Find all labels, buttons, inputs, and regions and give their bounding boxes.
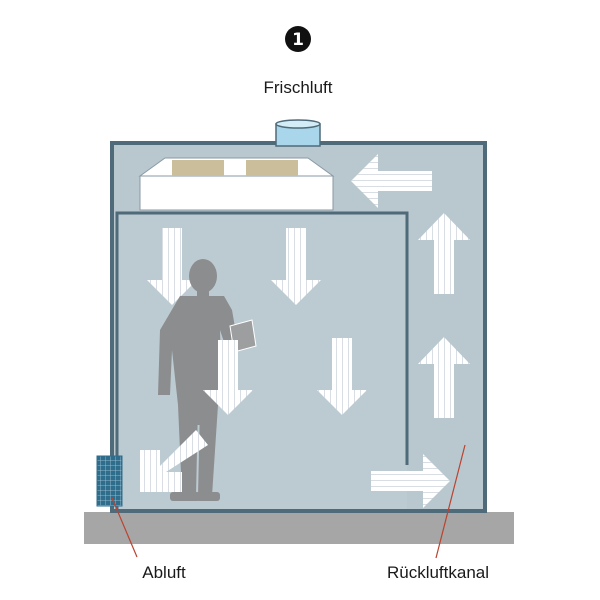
flow-arrow [140,430,208,492]
flow-arrow [371,454,450,508]
flow-arrow [317,338,367,415]
return-duct-leader-line [435,444,466,559]
fresh-air-inlet [275,119,321,147]
filter-panel [246,160,298,176]
floor [84,512,514,544]
fresh-air-label: Frischluft [264,78,333,97]
ceiling-filter-unit [138,157,335,211]
flow-arrow [418,213,470,294]
flow-arrow [203,340,253,415]
filter-panel [172,160,224,176]
exhaust-air-label: Abluft [142,563,186,582]
exhaust-grille [96,455,123,507]
flow-arrow [147,228,197,305]
flow-arrow [351,154,432,208]
flow-arrow [418,337,470,418]
step-number: 1 [292,30,304,50]
step-badge: 1 [285,26,311,52]
return-duct-label: Rückluftkanal [387,563,489,582]
inner-partition-wall [115,211,409,509]
flow-arrow [271,228,321,305]
exhaust-leader-line [111,497,138,558]
